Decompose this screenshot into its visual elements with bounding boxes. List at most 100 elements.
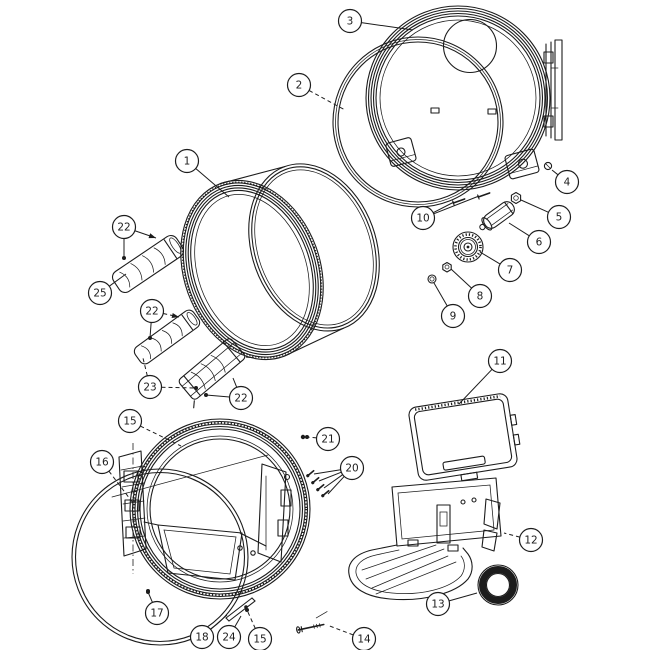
leader-line <box>323 474 343 489</box>
callout-circle <box>518 527 544 553</box>
leader-dot <box>122 256 126 260</box>
rod-item24 <box>225 597 256 622</box>
rear-drum-assembly <box>365 5 563 191</box>
leader-line <box>361 22 414 31</box>
callout-10: 10 <box>410 195 480 231</box>
callout-13: 13 <box>425 591 478 617</box>
callout-18: 18 <box>189 614 228 650</box>
screw-pair-item10 <box>452 192 491 206</box>
leader-line <box>232 377 238 388</box>
callout-17: 17 <box>144 590 170 626</box>
leader-line <box>195 168 230 198</box>
callout-7: 7 <box>479 251 523 283</box>
callout-circle <box>546 204 572 230</box>
callout-3: 3 <box>337 8 414 34</box>
callout-number: 4 <box>564 177 571 189</box>
callout-number: 2 <box>296 80 303 92</box>
baffle-middle <box>133 309 201 365</box>
callout-circle <box>554 169 580 195</box>
leader-line <box>149 322 152 339</box>
callout-circle <box>89 449 115 475</box>
callout-number: 7 <box>507 265 514 277</box>
nut-item5 <box>510 191 522 205</box>
leader-line <box>246 609 256 629</box>
leader-line <box>458 368 493 405</box>
leader-dot <box>305 435 309 439</box>
callout-9: 9 <box>433 282 466 329</box>
rear-drum-hinge-bracket <box>543 39 563 141</box>
screw-item4 <box>543 161 553 171</box>
callout-circle <box>228 385 254 411</box>
leader-line <box>432 201 455 214</box>
callout-12: 12 <box>503 527 544 553</box>
callout-number: 15 <box>123 416 136 428</box>
callout-24: 24 <box>216 615 242 650</box>
leader-dot <box>148 336 152 340</box>
callout-number: 21 <box>321 434 334 446</box>
leader-line <box>142 357 148 376</box>
leader-dot <box>146 590 150 594</box>
leader-line <box>140 425 182 447</box>
drum-face-tab-right <box>487 108 497 115</box>
baffle-lower <box>178 338 254 409</box>
leader-line <box>520 199 549 213</box>
leader-arrowhead <box>171 312 179 319</box>
callout-circle <box>425 591 451 617</box>
screw-cluster-item20 <box>306 469 330 498</box>
callout-number: 22 <box>117 222 130 234</box>
left-glide-rail <box>118 443 147 574</box>
callout-15: 15 <box>245 608 273 650</box>
oring-item9 <box>427 274 437 284</box>
leader-line <box>234 615 242 628</box>
callout-22: 22 <box>139 298 180 340</box>
drum-roller-item7 <box>452 231 484 263</box>
drum-face-tab-left <box>430 107 440 114</box>
callout-23: 23 <box>137 357 198 400</box>
duct-seal-ring <box>477 564 519 606</box>
leader-dot <box>194 386 198 390</box>
callout-25: 25 <box>87 273 127 306</box>
right-glide-rail <box>257 463 292 563</box>
callout-circle <box>247 626 273 650</box>
callout-circle <box>410 205 436 231</box>
callout-circle <box>139 298 165 324</box>
callout-number: 11 <box>493 356 506 368</box>
callout-number: 22 <box>234 393 247 405</box>
callout-number: 8 <box>477 291 484 303</box>
leader-line <box>503 532 520 538</box>
leader-line <box>433 282 448 307</box>
callout-8: 8 <box>450 268 493 309</box>
callout-circle <box>315 426 341 452</box>
callout-circle <box>174 148 200 174</box>
tumbler-drum <box>180 163 380 361</box>
callout-number: 1 <box>184 156 191 168</box>
drum-back-porthole <box>442 18 498 74</box>
callout-number: 20 <box>345 463 358 475</box>
callout-1: 1 <box>174 148 230 198</box>
nut-item8 <box>442 261 452 273</box>
callout-number: 18 <box>195 632 208 644</box>
callout-20: 20 <box>313 455 365 495</box>
callout-number: 17 <box>150 608 163 620</box>
roller-shaft-item6 <box>479 201 515 231</box>
leader-arrowhead <box>148 233 156 239</box>
leader-line <box>161 386 197 389</box>
leader-line <box>508 222 530 237</box>
lint-screen-grille <box>408 393 521 482</box>
callout-number: 3 <box>347 16 354 28</box>
callout-number: 23 <box>143 382 156 394</box>
callout-circle <box>144 600 170 626</box>
callout-4: 4 <box>551 169 580 195</box>
leader-line <box>163 313 180 318</box>
leader-dot <box>245 608 249 612</box>
callout-22: 22 <box>204 377 254 411</box>
callout-circle <box>87 280 113 306</box>
callout-15: 15 <box>117 408 182 447</box>
callout-14: 14 <box>326 624 377 650</box>
baffle-upper-left <box>111 234 185 294</box>
leader-line <box>433 195 480 215</box>
callout-circle <box>339 455 365 481</box>
callout-number: 14 <box>357 634 371 646</box>
